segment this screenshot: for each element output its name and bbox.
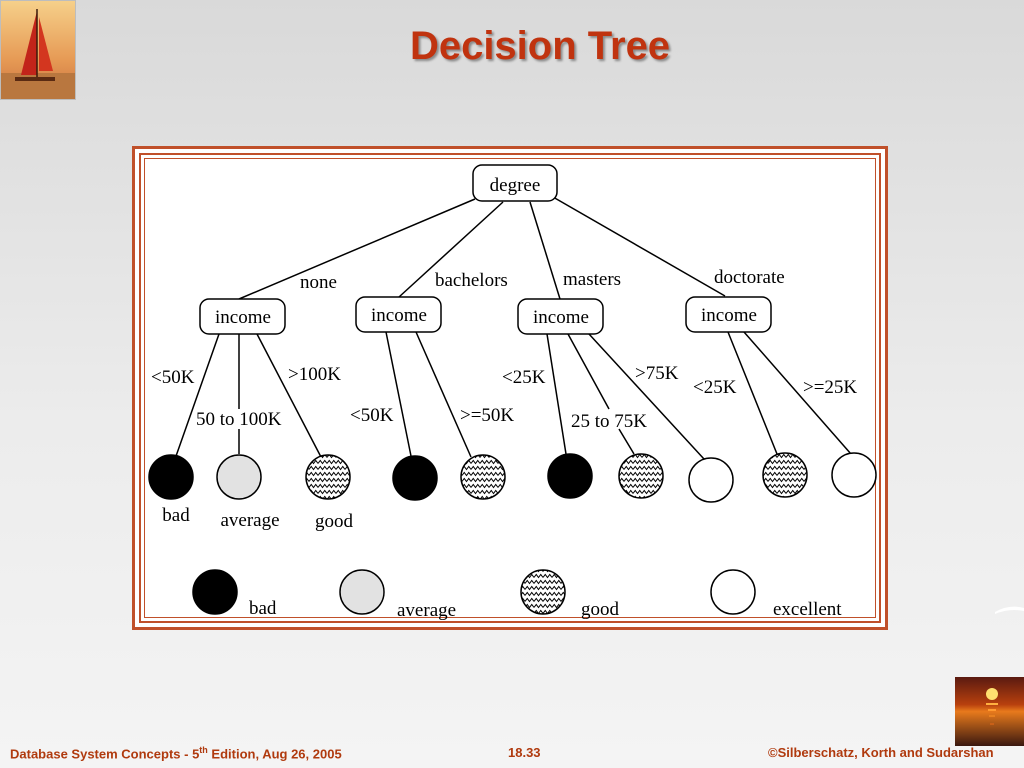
tree-root-node bbox=[472, 164, 558, 202]
root-label: degree bbox=[490, 175, 541, 196]
leaf-bad bbox=[547, 453, 593, 499]
leaf-caption: good bbox=[315, 511, 354, 532]
split-label: <25K bbox=[693, 377, 737, 398]
income-node-label: income bbox=[701, 305, 757, 326]
leaf-excellent bbox=[688, 457, 734, 503]
leaf-caption: bad bbox=[162, 505, 190, 526]
edge-label-none: none bbox=[300, 272, 337, 293]
leaf-bad bbox=[148, 454, 194, 500]
footer-page-number: 18.33 bbox=[508, 745, 541, 760]
legend-swatch-good bbox=[520, 569, 566, 615]
leaf-average bbox=[216, 454, 262, 500]
leaf-excellent bbox=[831, 452, 877, 498]
income-node-label: income bbox=[371, 305, 427, 326]
edge-label-bachelors: bachelors bbox=[435, 270, 508, 291]
income-node-masters bbox=[517, 298, 604, 335]
figure-frame: degree income income income income none … bbox=[132, 146, 888, 630]
slide-title: Decision Tree bbox=[409, 24, 671, 68]
leaf-good bbox=[762, 452, 808, 498]
legend-label-good: good bbox=[581, 599, 620, 620]
split-label: 25 to 75K bbox=[571, 411, 647, 432]
decorative-swoosh bbox=[995, 606, 1024, 614]
leaf-good bbox=[460, 454, 506, 500]
legend-label-average: average bbox=[397, 600, 456, 621]
edge-label-doctorate: doctorate bbox=[714, 267, 785, 288]
split-label: <50K bbox=[350, 405, 394, 426]
split-label: 50 to 100K bbox=[196, 409, 282, 430]
income-node-bachelors bbox=[355, 296, 442, 333]
split-label: <25K bbox=[502, 367, 546, 388]
income-node-none bbox=[199, 298, 286, 335]
split-label: >=50K bbox=[460, 405, 514, 426]
legend-swatch-excellent bbox=[710, 569, 756, 615]
split-label: <50K bbox=[151, 367, 195, 388]
legend-label-bad: bad bbox=[249, 598, 277, 619]
sailboat-logo bbox=[0, 0, 76, 100]
footer-copyright: ©Silberschatz, Korth and Sudarshan bbox=[768, 745, 994, 760]
legend-swatch-average bbox=[339, 569, 385, 615]
income-node-label: income bbox=[215, 307, 271, 328]
leaf-good bbox=[305, 454, 351, 500]
footer-book-title: Database System Concepts - 5th Edition, … bbox=[10, 745, 342, 762]
split-label: >100K bbox=[288, 364, 341, 385]
split-label: >=25K bbox=[803, 377, 857, 398]
leaf-caption: average bbox=[220, 510, 279, 531]
legend-label-excellent: excellent bbox=[773, 599, 842, 620]
legend-swatch-bad bbox=[192, 569, 238, 615]
income-node-label: income bbox=[533, 307, 589, 328]
decision-tree-diagram: degree income income income income none … bbox=[148, 164, 877, 621]
leaf-bad bbox=[392, 455, 438, 501]
income-node-doctorate bbox=[685, 296, 772, 333]
split-label: >75K bbox=[635, 363, 679, 384]
sunset-logo bbox=[955, 677, 1024, 746]
leaf-good bbox=[618, 453, 664, 499]
edge-label-masters: masters bbox=[563, 269, 621, 290]
legend: bad average good excellent bbox=[192, 569, 842, 621]
